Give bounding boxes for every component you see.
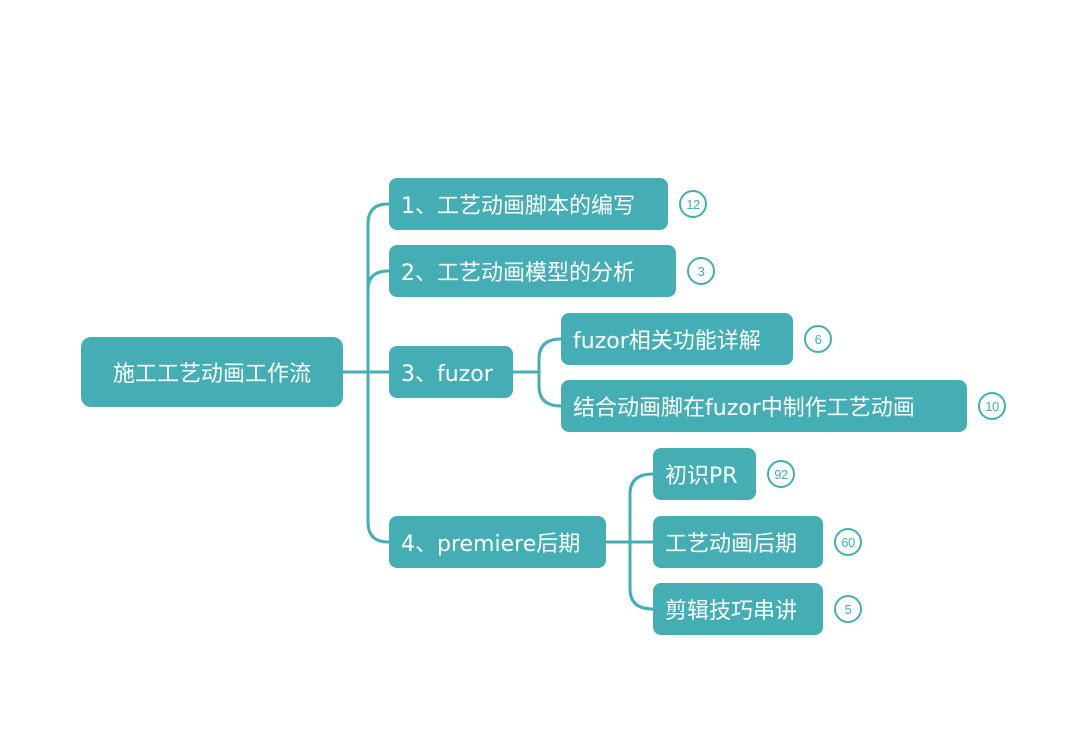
subtopic-pr-intro[interactable]: 初识PR xyxy=(653,448,756,500)
topic-script-writing[interactable]: 1、工艺动画脚本的编写 xyxy=(389,178,668,230)
connector-branch-2 xyxy=(366,269,390,292)
count-badge-fuzor-animation: 10 xyxy=(978,392,1006,420)
count-badge-post-production: 60 xyxy=(834,528,862,556)
topic-label: 1、工艺动画脚本的编写 xyxy=(401,194,635,219)
subtopic-label: 工艺动画后期 xyxy=(665,532,798,557)
subtopic-label: 初识PR xyxy=(665,464,738,489)
subtopic-label: fuzor相关功能详解 xyxy=(573,329,761,354)
subtopic-label: 结合动画脚在fuzor中制作工艺动画 xyxy=(573,396,915,421)
count-badge-fuzor-features: 6 xyxy=(804,325,832,353)
count-badge-editing-tips: 5 xyxy=(834,595,862,623)
topic-model-analysis[interactable]: 2、工艺动画模型的分析 xyxy=(389,245,676,297)
count-badge-script-writing: 12 xyxy=(679,190,707,218)
root-topic-label: 施工工艺动画工作流 xyxy=(112,362,311,387)
count-badge-pr-intro: 92 xyxy=(767,460,795,488)
subtopic-editing-tips[interactable]: 剪辑技巧串讲 xyxy=(653,583,823,635)
topic-premiere[interactable]: 4、premiere后期 xyxy=(389,516,606,568)
connector-fuzor-vertical xyxy=(537,337,563,408)
topic-label: 4、premiere后期 xyxy=(401,532,581,557)
subtopic-post-production[interactable]: 工艺动画后期 xyxy=(653,516,823,568)
subtopic-fuzor-features[interactable]: fuzor相关功能详解 xyxy=(561,313,793,365)
topic-fuzor[interactable]: 3、fuzor xyxy=(389,346,513,398)
subtopic-fuzor-animation[interactable]: 结合动画脚在fuzor中制作工艺动画 xyxy=(561,380,967,432)
topic-label: 2、工艺动画模型的分析 xyxy=(401,261,635,286)
topic-label: 3、fuzor xyxy=(401,362,493,387)
subtopic-label: 剪辑技巧串讲 xyxy=(665,599,798,624)
root-topic[interactable]: 施工工艺动画工作流 xyxy=(81,337,343,407)
count-badge-model-analysis: 3 xyxy=(687,257,715,285)
